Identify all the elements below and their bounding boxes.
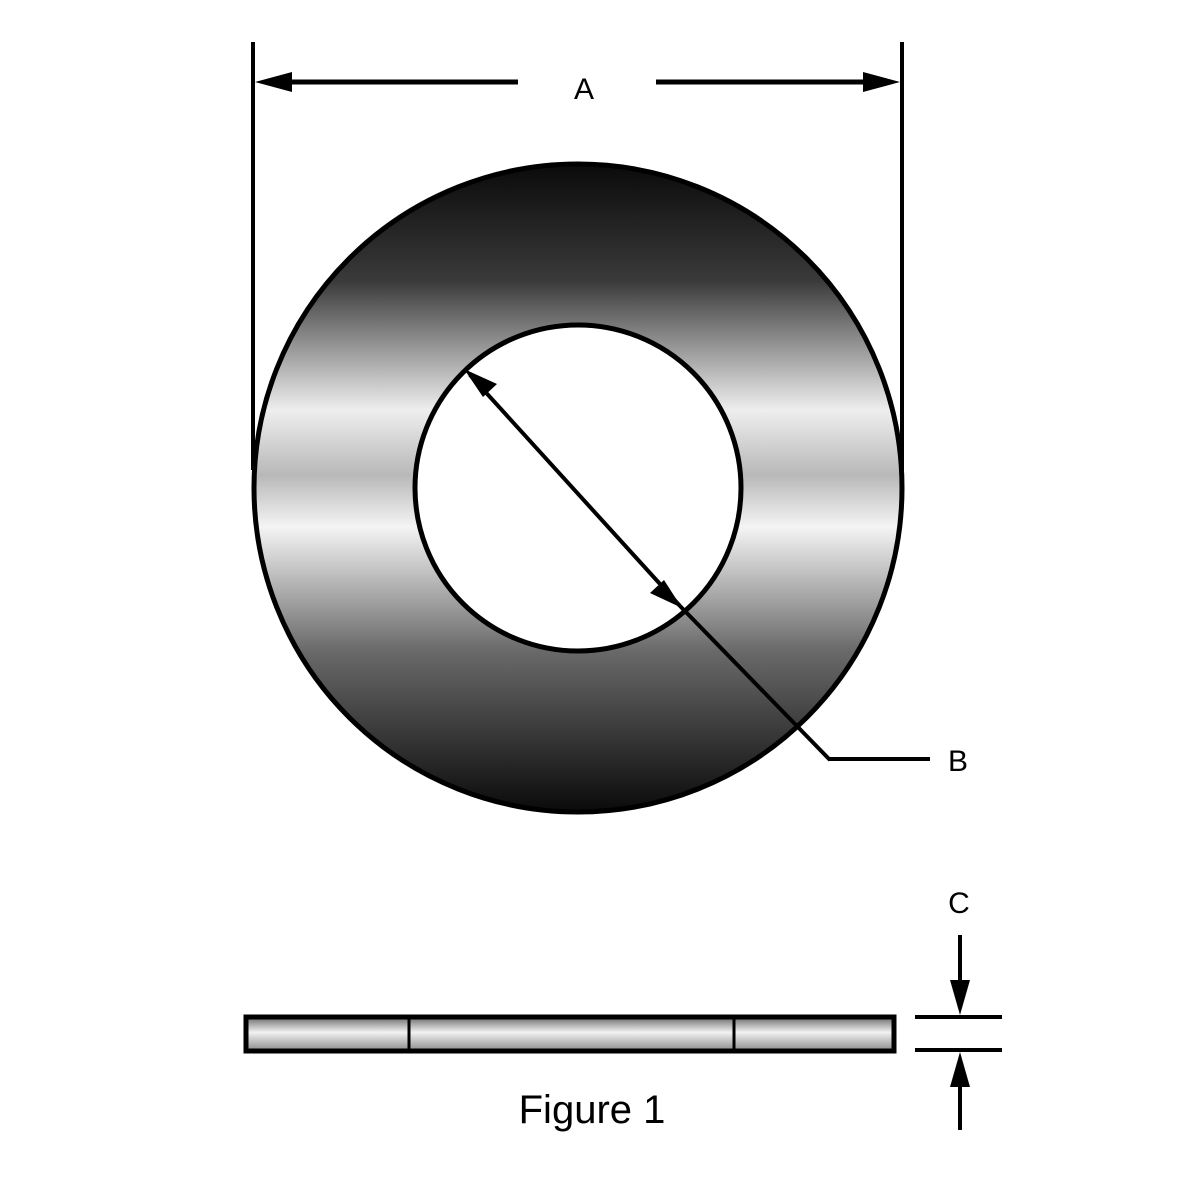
leader-line-b: [678, 604, 832, 762]
outer-edge: [251, 161, 905, 815]
dimension-c: C: [915, 887, 1002, 1130]
arrowhead-right-icon: [863, 72, 900, 92]
dimension-line-b: [468, 373, 682, 608]
arrowhead-b-bottom-icon: [650, 580, 682, 608]
side-profile: [243, 1014, 897, 1054]
figure-caption: Figure 1: [519, 1088, 666, 1132]
arrowhead-b-top-icon: [464, 369, 497, 397]
inner-hole: [412, 322, 744, 654]
arrowhead-c-up-icon: [950, 1052, 970, 1087]
washer-top-view: [251, 161, 905, 815]
label-a: A: [574, 73, 594, 106]
arrowhead-left-icon: [255, 72, 292, 92]
dimension-a: A: [251, 42, 904, 470]
dimension-b: B: [464, 369, 968, 778]
label-c: C: [948, 887, 970, 920]
arrowhead-c-down-icon: [950, 980, 970, 1015]
label-b: B: [948, 745, 968, 778]
washer-side-view: [243, 1014, 897, 1054]
